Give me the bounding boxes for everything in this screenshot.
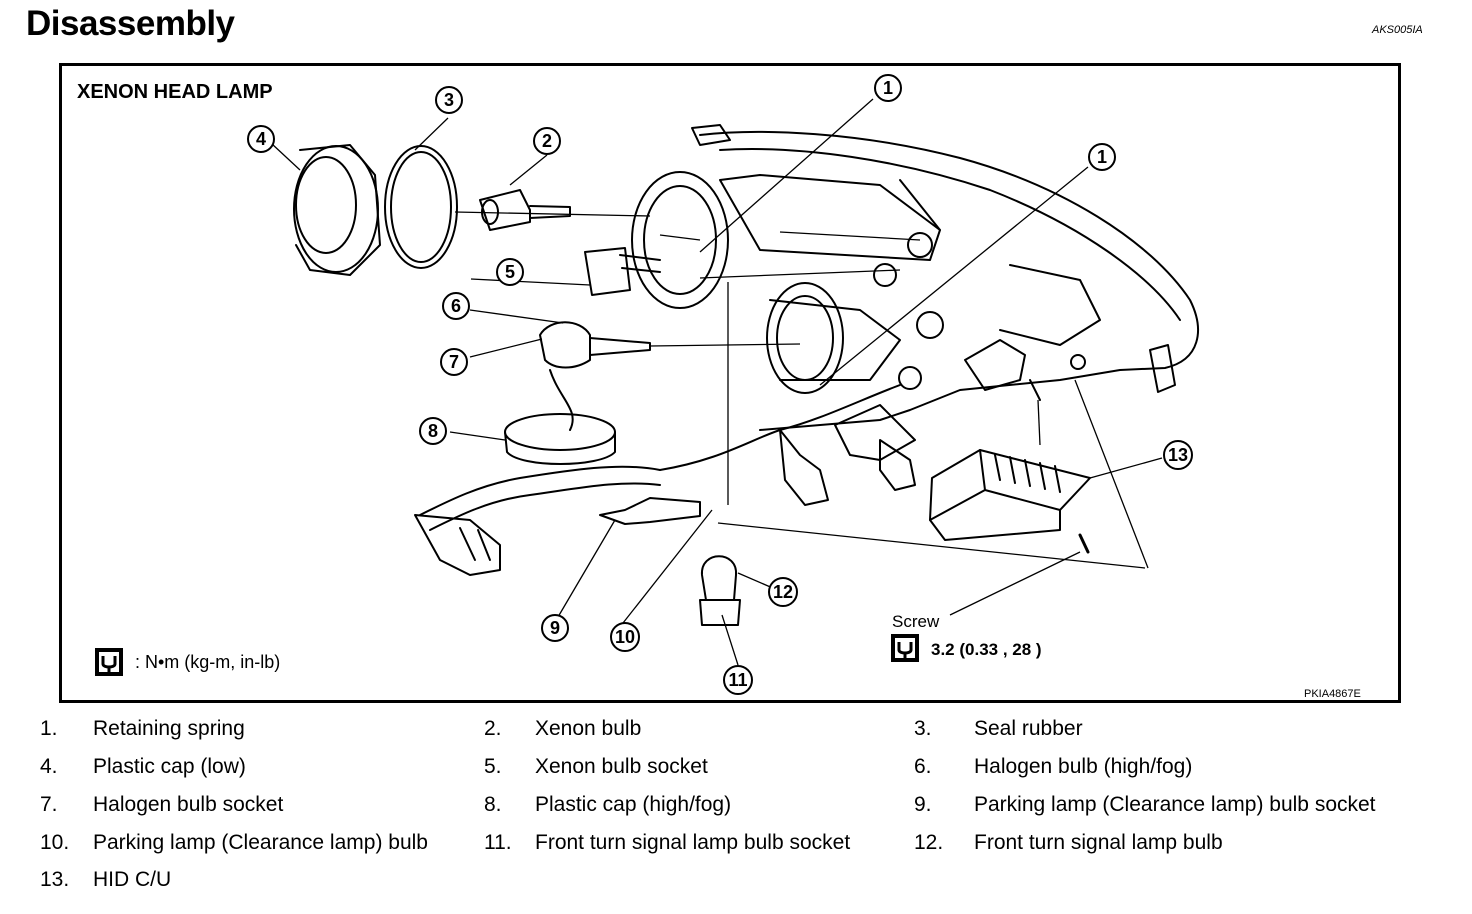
svg-text:1: 1 <box>883 78 893 98</box>
part-label: Xenon bulb <box>535 717 642 740</box>
callout-4: 4 <box>247 125 275 153</box>
svg-text:3: 3 <box>444 90 454 110</box>
part-number: 9. <box>914 793 932 816</box>
screw-label: Screw <box>892 612 940 631</box>
callout-5: 5 <box>496 258 524 286</box>
parts-list: 1. Retaining spring 2. Xenon bulb 3. Sea… <box>0 714 1472 904</box>
callout-9: 9 <box>541 614 569 642</box>
callout-10: 10 <box>610 622 640 652</box>
page-title: Disassembly <box>26 4 235 43</box>
housing-bracket-bottom <box>879 439 916 491</box>
plastic-cap-low-drawing <box>293 144 381 276</box>
part-number: 3. <box>914 717 932 740</box>
svg-text:2: 2 <box>542 131 552 151</box>
part-number: 6. <box>914 755 932 778</box>
svg-text:7: 7 <box>449 352 459 372</box>
callout-12: 12 <box>768 577 798 607</box>
halogen-bulb-drawing <box>539 321 651 431</box>
svg-text:9: 9 <box>550 618 560 638</box>
torque-wrench-icon <box>891 634 919 662</box>
part-number: 12. <box>914 831 944 854</box>
hid-control-unit-drawing <box>929 449 1091 541</box>
housing-bracket-right <box>1149 344 1176 393</box>
part-number: 7. <box>40 793 58 816</box>
part-number: 11. <box>484 831 512 854</box>
callout-8: 8 <box>419 417 447 445</box>
part-number: 13. <box>40 868 70 891</box>
part-number: 4. <box>40 755 58 778</box>
part-label: Xenon bulb socket <box>535 755 708 778</box>
diagram-code: PKIA4867E <box>1304 688 1361 700</box>
part-label: Front turn signal lamp bulb <box>974 831 1223 854</box>
callout-13: 13 <box>1163 440 1193 470</box>
svg-text:1: 1 <box>1097 147 1107 167</box>
part-label: Plastic cap (low) <box>93 755 246 778</box>
part-label: HID C/U <box>93 868 172 891</box>
part-label: Halogen bulb (high/fog) <box>974 755 1193 778</box>
housing-outline <box>699 130 1199 431</box>
callout-11: 11 <box>723 665 753 695</box>
part-label: Plastic cap (high/fog) <box>535 793 732 816</box>
screw-drawing <box>1078 533 1090 554</box>
callout-7: 7 <box>440 348 468 376</box>
part-number: 2. <box>484 717 502 740</box>
part-label: Retaining spring <box>93 717 245 740</box>
seal-rubber-drawing <box>384 145 458 269</box>
wiring-harness-drawing <box>414 384 916 576</box>
part-label: Seal rubber <box>974 717 1083 740</box>
housing-inner-lens <box>719 148 1181 321</box>
callout-3: 3 <box>435 86 463 114</box>
xenon-socket-drawing <box>584 247 631 296</box>
svg-text:4: 4 <box>256 129 266 149</box>
part-number: 1. <box>40 717 58 740</box>
diagram-title: XENON HEAD LAMP <box>77 81 273 103</box>
housing-bracket-top <box>691 124 731 146</box>
part-label: Parking lamp (Clearance lamp) bulb <box>93 831 428 854</box>
part-label: Halogen bulb socket <box>93 793 284 816</box>
part-label: Parking lamp (Clearance lamp) bulb socke… <box>974 793 1376 816</box>
callout-1b: 1 <box>1088 143 1116 171</box>
high-beam-opening <box>766 282 844 394</box>
svg-text:12: 12 <box>773 582 793 602</box>
callout-2: 2 <box>533 127 561 155</box>
svg-text:10: 10 <box>615 627 635 647</box>
svg-text:13: 13 <box>1168 445 1188 465</box>
screw-torque-value: 3.2 (0.33 , 28 ) <box>931 640 1042 659</box>
svg-text:6: 6 <box>451 296 461 316</box>
low-beam-opening <box>631 171 729 309</box>
svg-text:11: 11 <box>728 670 747 690</box>
torque-wrench-icon <box>95 648 123 676</box>
diagram-frame <box>59 63 1401 703</box>
svg-text:8: 8 <box>428 421 438 441</box>
part-number: 5. <box>484 755 502 778</box>
xenon-bulb-drawing <box>479 189 571 231</box>
svg-text:5: 5 <box>505 262 515 282</box>
torque-legend: : N•m (kg-m, in-lb) <box>135 652 281 672</box>
part-number: 10. <box>40 831 70 854</box>
plastic-cap-high-drawing <box>504 413 616 465</box>
turn-signal-bulb-drawing <box>699 555 741 626</box>
part-number: 8. <box>484 793 502 816</box>
document-code: AKS005IA <box>1372 24 1423 36</box>
callout-6: 6 <box>442 292 470 320</box>
callout-1a: 1 <box>874 74 902 102</box>
part-label: Front turn signal lamp bulb socket <box>535 831 851 854</box>
